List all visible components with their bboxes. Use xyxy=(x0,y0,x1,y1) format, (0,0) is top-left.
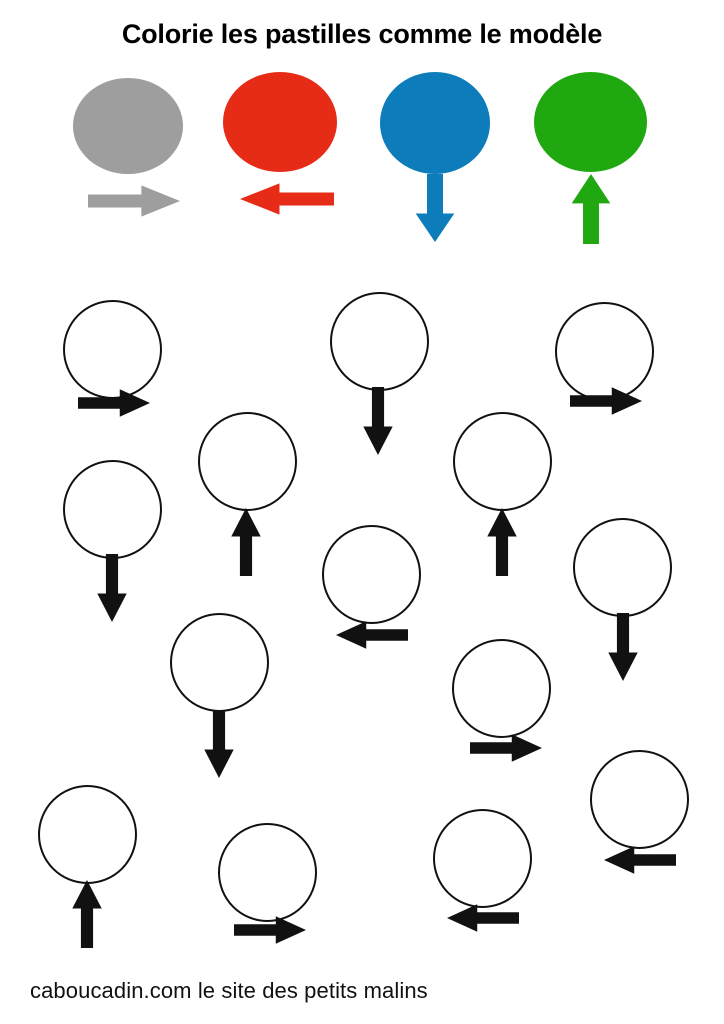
arrow-right-icon xyxy=(78,388,150,418)
legend-dot-rouge xyxy=(223,72,337,172)
blank-circle[interactable] xyxy=(453,412,552,511)
arrow-right-icon xyxy=(470,733,542,763)
blank-circle[interactable] xyxy=(433,809,532,908)
arrow-left-icon xyxy=(240,182,334,216)
arrow-up-icon xyxy=(486,508,518,576)
blank-circle[interactable] xyxy=(573,518,672,617)
blank-circle[interactable] xyxy=(330,292,429,391)
blank-circle[interactable] xyxy=(63,300,162,399)
blank-circle[interactable] xyxy=(170,613,269,712)
blank-circle[interactable] xyxy=(63,460,162,559)
blank-circle[interactable] xyxy=(218,823,317,922)
arrow-left-icon xyxy=(336,620,408,650)
legend-dot-gris xyxy=(73,78,183,174)
legend-dot-bleu xyxy=(380,72,490,174)
arrow-down-icon xyxy=(203,710,235,778)
legend-dot-vert xyxy=(534,72,647,172)
blank-circle[interactable] xyxy=(590,750,689,849)
blank-circle[interactable] xyxy=(198,412,297,511)
arrow-down-icon xyxy=(414,174,456,242)
footer-credit: caboucadin.com le site des petits malins xyxy=(30,978,428,1003)
arrow-right-icon xyxy=(234,915,306,945)
arrow-up-icon xyxy=(230,508,262,576)
arrow-right-icon xyxy=(88,184,180,218)
arrow-right-icon xyxy=(570,386,642,416)
legend-model-row xyxy=(0,70,724,250)
blank-circle[interactable] xyxy=(452,639,551,738)
arrow-up-icon xyxy=(71,880,103,948)
blank-circle[interactable] xyxy=(322,525,421,624)
arrow-down-icon xyxy=(96,554,128,622)
page-title: Colorie les pastilles comme le modèle xyxy=(121,19,603,49)
arrow-left-icon xyxy=(604,845,676,875)
arrow-left-icon xyxy=(447,903,519,933)
arrow-down-icon xyxy=(362,387,394,455)
blank-circle[interactable] xyxy=(38,785,137,884)
arrow-up-icon xyxy=(570,174,612,244)
arrow-down-icon xyxy=(607,613,639,681)
